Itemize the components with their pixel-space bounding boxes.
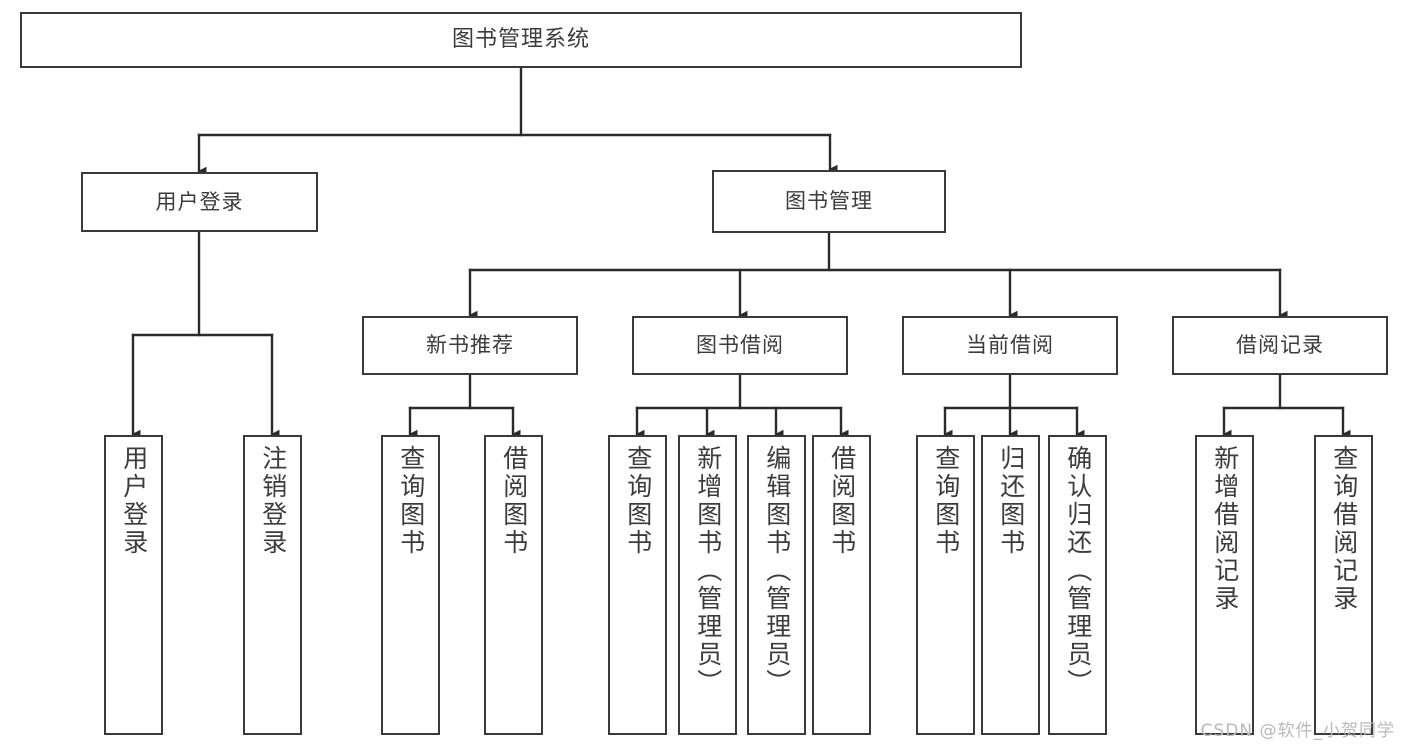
leaf-label: 归还图书 — [996, 445, 1026, 557]
leaf-label: 借阅图书 — [499, 445, 529, 557]
node-book-management[interactable]: 图书管理 — [712, 170, 946, 233]
leaf-label: 注销登录 — [258, 445, 288, 557]
leaf-label: 查询图书 — [396, 445, 426, 557]
leaf-current-borrow-confirm-return[interactable]: 确认归还（管理员） — [1048, 435, 1107, 735]
leaf-current-borrow-return[interactable]: 归还图书 — [981, 435, 1040, 735]
leaf-label: 查询图书 — [623, 445, 653, 557]
node-current-borrow[interactable]: 当前借阅 — [902, 316, 1118, 375]
leaf-user-login-logout[interactable]: 注销登录 — [243, 435, 302, 735]
leaf-borrow-record-add[interactable]: 新增借阅记录 — [1195, 435, 1254, 735]
leaf-book-borrow-query[interactable]: 查询图书 — [608, 435, 667, 735]
node-root-system[interactable]: 图书管理系统 — [20, 12, 1022, 68]
leaf-label: 用户登录 — [119, 445, 149, 557]
leaf-new-book-query[interactable]: 查询图书 — [381, 435, 440, 735]
leaf-label: 查询借阅记录 — [1329, 445, 1359, 613]
leaf-borrow-record-query[interactable]: 查询借阅记录 — [1314, 435, 1373, 735]
leaf-user-login-login[interactable]: 用户登录 — [104, 435, 163, 735]
leaf-label: 新增借阅记录 — [1210, 445, 1240, 613]
node-book-borrow[interactable]: 图书借阅 — [632, 316, 848, 375]
leaf-book-borrow-borrow[interactable]: 借阅图书 — [812, 435, 871, 735]
csdn-watermark: CSDN @软件_小贺同学 — [1200, 721, 1395, 741]
node-borrow-record[interactable]: 借阅记录 — [1172, 316, 1388, 375]
node-new-book-recommend[interactable]: 新书推荐 — [362, 316, 578, 375]
node-user-login[interactable]: 用户登录 — [81, 172, 318, 232]
leaf-new-book-borrow[interactable]: 借阅图书 — [484, 435, 543, 735]
leaf-current-borrow-query[interactable]: 查询图书 — [916, 435, 975, 735]
leaf-label: 借阅图书 — [827, 445, 857, 557]
leaf-label: 确认归还（管理员） — [1063, 445, 1093, 697]
leaf-label: 查询图书 — [931, 445, 961, 557]
leaf-label: 新增图书（管理员） — [693, 445, 723, 697]
leaf-book-borrow-add[interactable]: 新增图书（管理员） — [678, 435, 737, 735]
leaf-label: 编辑图书（管理员） — [762, 445, 792, 697]
leaf-book-borrow-edit[interactable]: 编辑图书（管理员） — [747, 435, 806, 735]
